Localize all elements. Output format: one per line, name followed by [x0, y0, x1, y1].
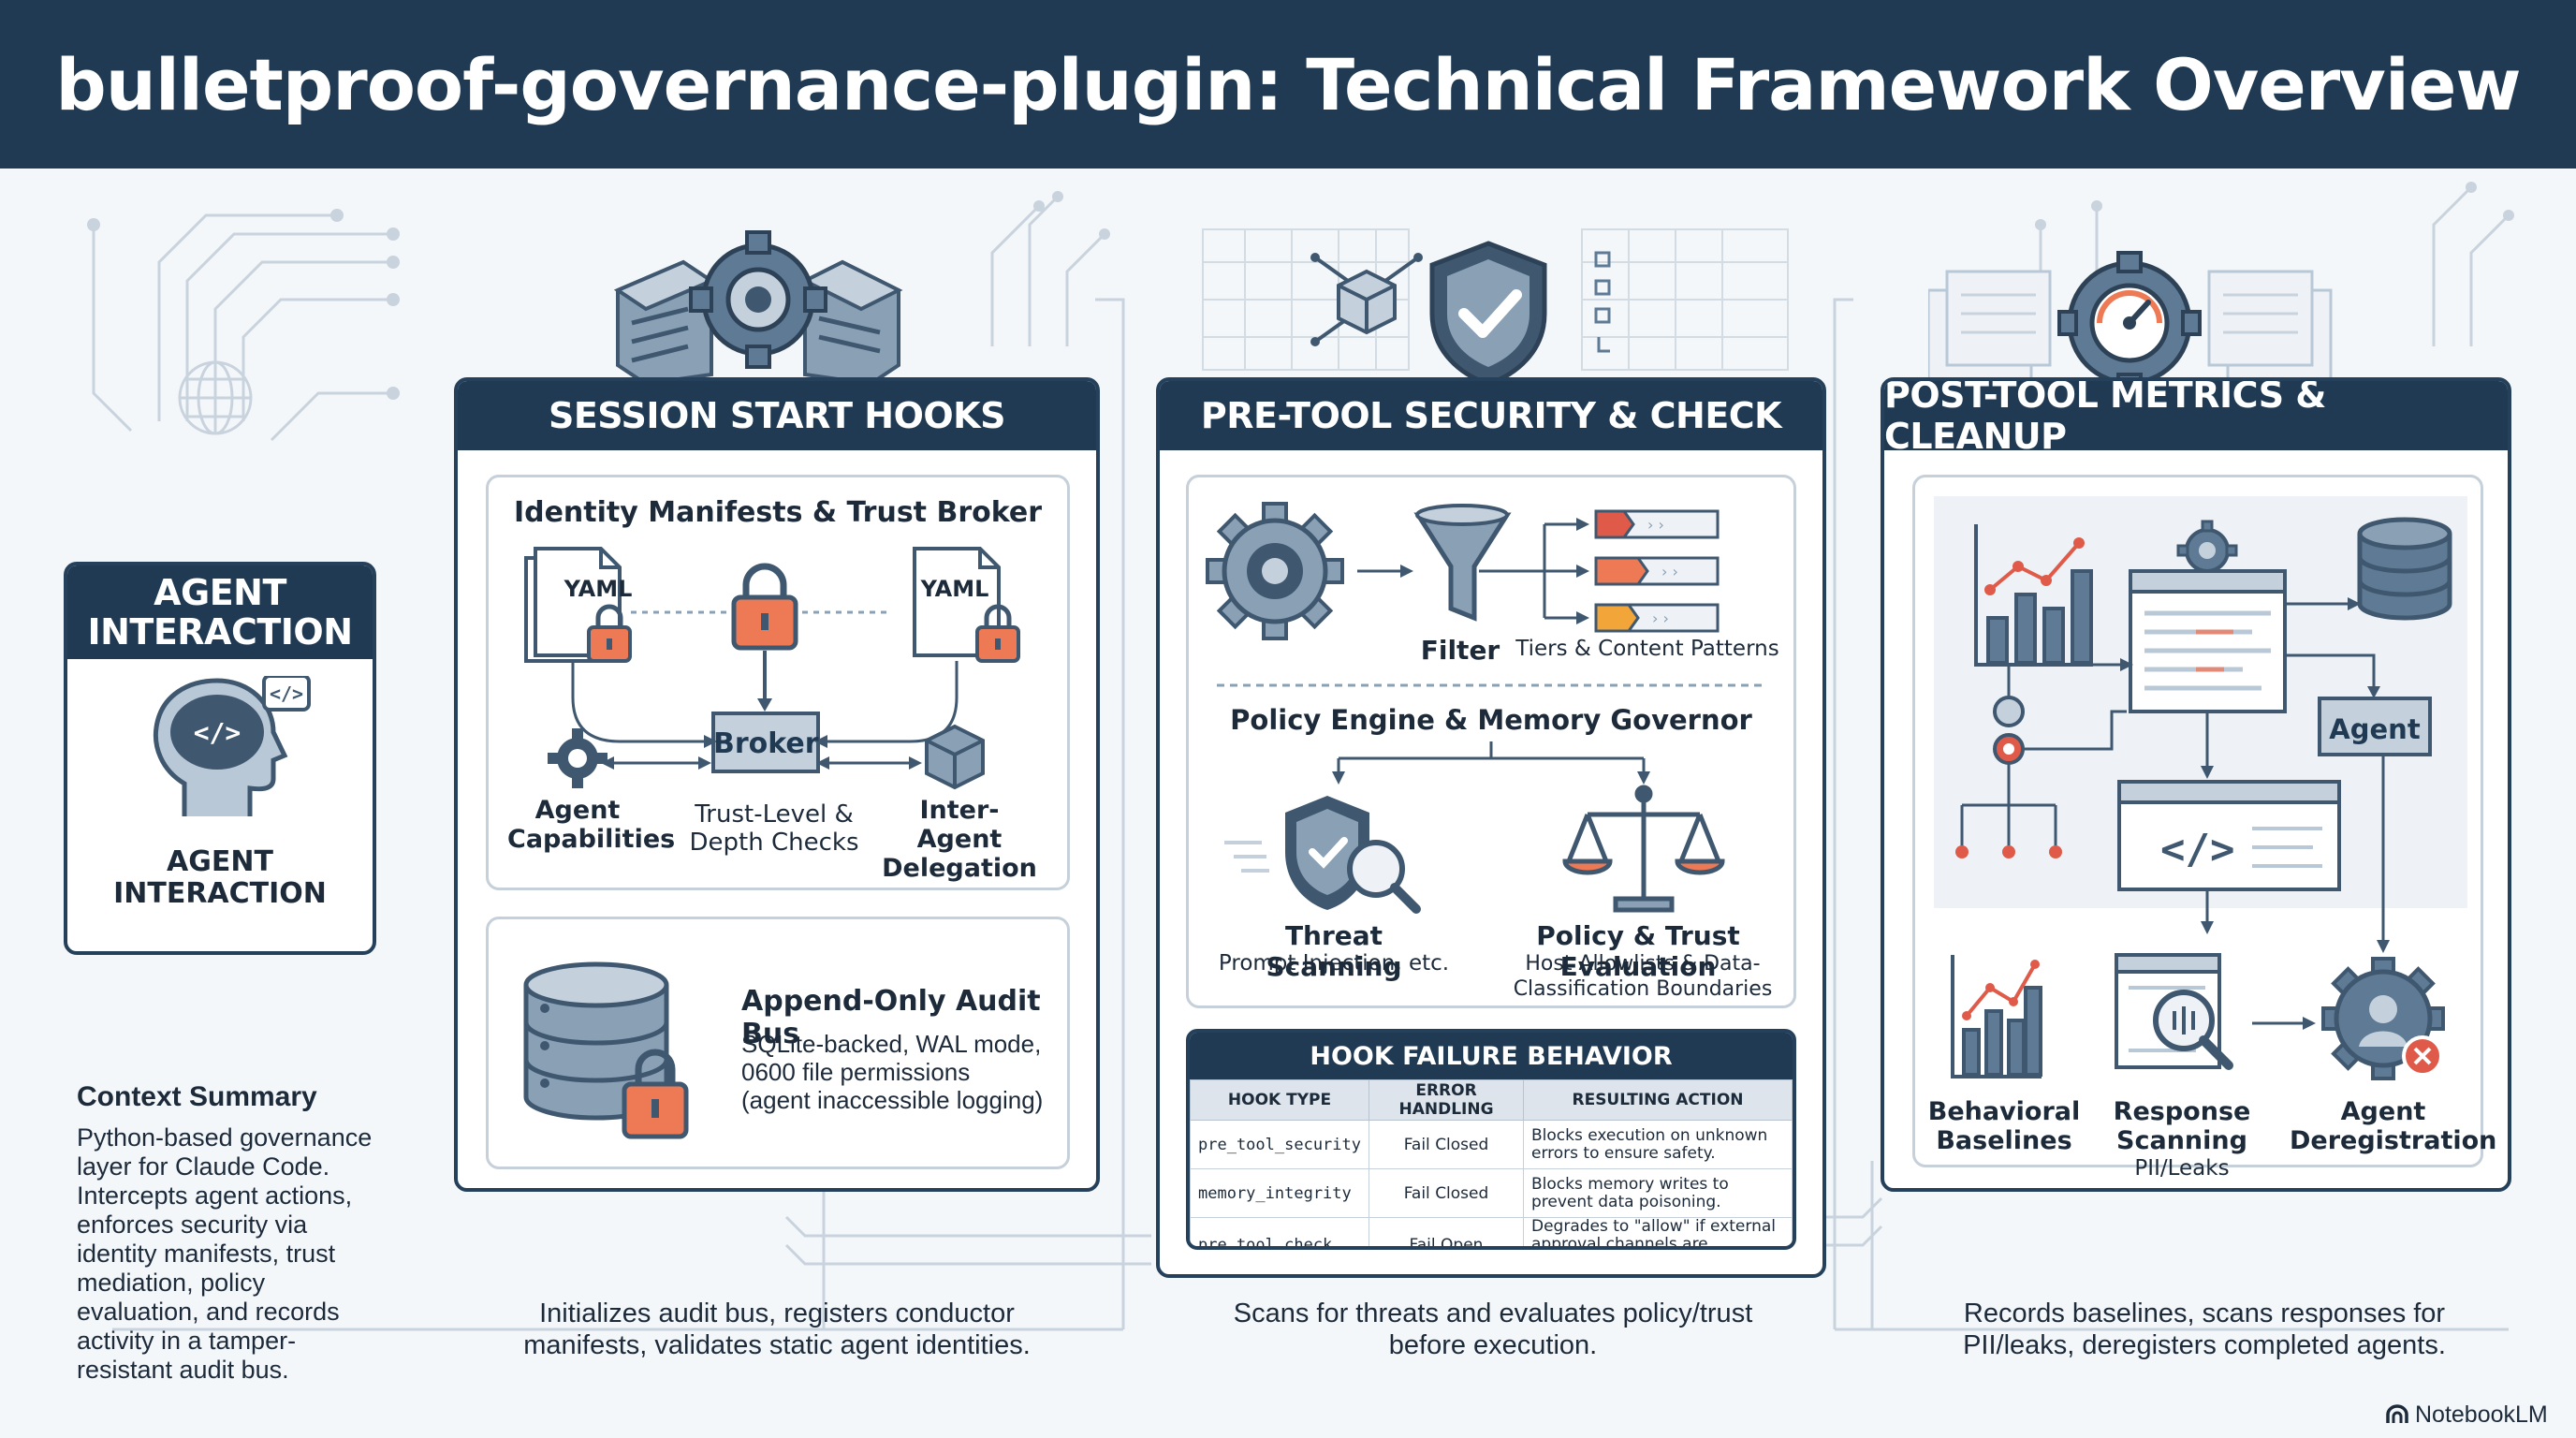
context-summary-body: Python-based governance layer for Claude… — [77, 1123, 373, 1384]
audit-bus-card: Append-Only Audit Bus SQLite-backed, WAL… — [486, 917, 1070, 1169]
session-start-header: SESSION START HOOKS — [458, 381, 1096, 450]
table-row: pre_tool_security Fail Closed Blocks exe… — [1190, 1120, 1793, 1169]
agent-capabilities-label: Agent Capabilities — [507, 796, 676, 854]
threat-scanning-sub: Prompt Injection, etc. — [1218, 951, 1450, 976]
notebooklm-logo-icon — [2386, 1404, 2408, 1423]
head-brain-icon: </> </> — [153, 676, 311, 816]
context-summary-heading: Context Summary — [77, 1081, 317, 1112]
agent-box-label: Agent — [2329, 713, 2421, 745]
error-handling-cell: Fail Closed — [1368, 1120, 1524, 1169]
posttool-panel: POST-TOOL METRICS & CLEANUP — [1881, 377, 2511, 1192]
filter-label: Filter — [1420, 635, 1500, 666]
error-handling-cell: Fail Open — [1368, 1217, 1524, 1246]
audit-line-3: (agent inaccessible logging) — [741, 1086, 1044, 1114]
audit-line-2: 0600 file permissions — [741, 1058, 971, 1086]
error-handling-cell: Fail Closed — [1368, 1168, 1524, 1218]
svg-text:</>: </> — [270, 682, 303, 705]
svg-text:› ›: › › — [1661, 563, 1678, 580]
hook-type-cell: pre_tool_check — [1190, 1217, 1369, 1246]
posttool-header: POST-TOOL METRICS & CLEANUP — [1884, 381, 2508, 457]
audit-line-1: SQLite-backed, WAL mode, — [741, 1030, 1042, 1058]
database-lock-icon — [523, 961, 689, 1139]
table-row: pre_tool_check Fail Open Degrades to "al… — [1190, 1217, 1793, 1246]
circuit-background — [87, 182, 2514, 1331]
dashboard-gauge-icon — [1928, 251, 2333, 389]
hook-type-cell: memory_integrity — [1190, 1168, 1369, 1218]
notebooklm-brand: NotebookLM — [2385, 1401, 2548, 1429]
agent-interaction-label: AGENT INTERACTION — [113, 845, 327, 910]
hook-failure-title: HOOK FAILURE BEHAVIOR — [1190, 1033, 1793, 1079]
svg-text:</>: </> — [194, 717, 242, 748]
tiers-label: Tiers & Content Patterns — [1515, 637, 1779, 661]
metrics-diagram: </> — [1934, 496, 2467, 1080]
identity-card: Identity Manifests & Trust Broker — [486, 475, 1070, 890]
resulting-action-cell: Degrades to "allow" if external approval… — [1523, 1217, 1793, 1246]
security-flow-diagram: › › › › › › — [1206, 502, 1765, 914]
identity-diagram — [524, 547, 1020, 790]
inter-agent-label: Inter-Agent Delegation — [882, 796, 1037, 883]
servers-gear-icon — [613, 230, 903, 384]
policy-eval-sub: Host Allowlists & Data-Classification Bo… — [1513, 952, 1773, 1001]
threat-scanning-title: Threat Scanning — [1266, 920, 1402, 982]
hook-type-cell: pre_tool_security — [1190, 1120, 1369, 1169]
checklist-icon — [1594, 251, 1611, 353]
pretool-panel: PRE-TOOL SECURITY & CHECK — [1156, 377, 1826, 1278]
pretool-caption: Scans for threats and evaluates policy/t… — [1233, 1299, 1753, 1360]
posttool-caption: Records baselines, scans responses for P… — [1963, 1299, 2446, 1360]
agent-interaction-panel: AGENT INTERACTION </> </> AGENT INTERACT… — [64, 562, 376, 955]
agent-interaction-header: AGENT INTERACTION — [67, 565, 373, 659]
page-header: bulletproof-governance-plugin: Technical… — [0, 0, 2576, 169]
security-card: › › › › › › — [1186, 475, 1796, 1008]
policy-eval-title: Policy & Trust Evaluation — [1536, 920, 1740, 982]
shield-check-icon — [1429, 241, 1547, 387]
page-title: bulletproof-governance-plugin: Technical… — [55, 42, 2521, 126]
resulting-action-cell: Blocks memory writes to prevent data poi… — [1523, 1168, 1793, 1218]
response-scanning-label: Response Scanning — [2113, 1097, 2251, 1155]
svg-text:› ›: › › — [1652, 609, 1669, 627]
hook-failure-table-card: HOOK FAILURE BEHAVIOR HOOK TYPE ERROR HA… — [1186, 1029, 1796, 1250]
trust-checks-label: Trust-Level & Depth Checks — [689, 800, 859, 857]
table-row: memory_integrity Fail Closed Blocks memo… — [1190, 1168, 1793, 1218]
policy-engine-title: Policy Engine & Memory Governor — [1230, 704, 1752, 736]
col-error-handling: ERROR HANDLING — [1368, 1079, 1524, 1121]
metrics-card: </> — [1912, 475, 2497, 1181]
pretool-header: PRE-TOOL SECURITY & CHECK — [1160, 381, 1822, 450]
agent-deregistration-label: Agent Deregistration — [2290, 1097, 2497, 1155]
notebooklm-label: NotebookLM — [2415, 1401, 2548, 1428]
session-start-panel: SESSION START HOOKS Identity Manifests &… — [454, 377, 1100, 1192]
behavioral-baselines-label: Behavioral Baselines — [1927, 1097, 2081, 1155]
session-caption: Initializes audit bus, registers conduct… — [523, 1299, 1031, 1360]
yaml-left-label: YAML — [564, 576, 633, 602]
yaml-right-label: YAML — [920, 576, 989, 602]
col-resulting-action: RESULTING ACTION — [1523, 1079, 1793, 1121]
cube-node-icon — [1310, 253, 1423, 346]
broker-label: Broker — [713, 727, 819, 760]
resulting-action-cell: Blocks execution on unknown errors to en… — [1523, 1120, 1793, 1169]
audit-bus-title: Append-Only Audit Bus — [741, 985, 1041, 1050]
hook-failure-table: HOOK TYPE ERROR HANDLING RESULTING ACTIO… — [1190, 1079, 1793, 1246]
identity-title: Identity Manifests & Trust Broker — [513, 496, 1043, 529]
response-scanning-sub: PII/Leaks — [2134, 1156, 2230, 1181]
svg-text:› ›: › › — [1647, 516, 1664, 534]
svg-text:</>: </> — [2160, 826, 2234, 873]
col-hook-type: HOOK TYPE — [1190, 1079, 1369, 1121]
